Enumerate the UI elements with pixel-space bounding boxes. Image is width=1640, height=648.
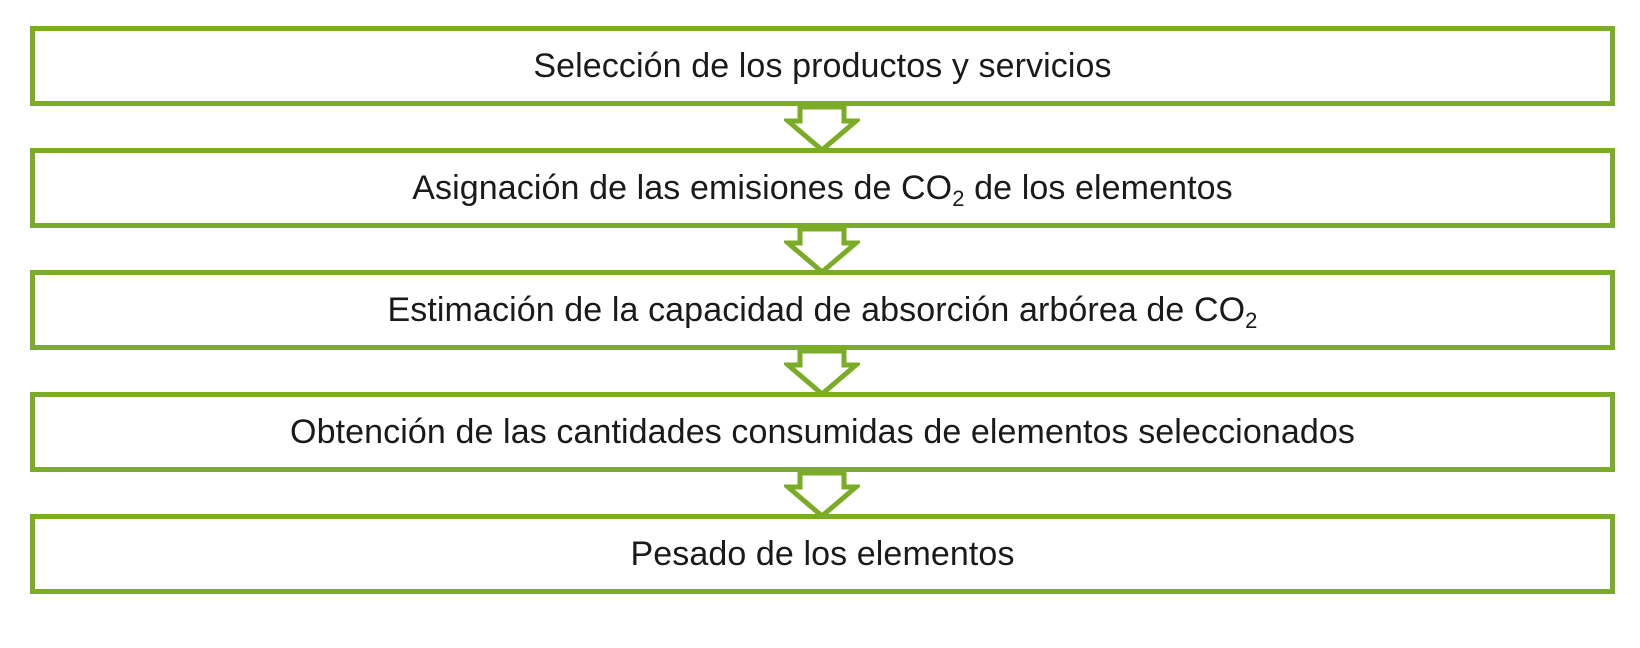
step-box-3: Estimación de la capacidad de absorción …: [30, 270, 1615, 350]
step-label-2: Asignación de las emisiones de CO2 de lo…: [412, 168, 1233, 211]
step-label-1: Selección de los productos y servicios: [533, 46, 1112, 85]
step-label-4: Obtención de las cantidades consumidas d…: [290, 412, 1355, 451]
step-label-5: Pesado de los elementos: [630, 534, 1015, 573]
down-arrow-icon: [784, 348, 860, 398]
down-arrow-icon: [784, 104, 860, 154]
down-arrow-icon: [784, 470, 860, 520]
step-box-5: Pesado de los elementos: [30, 514, 1615, 594]
step-box-2: Asignación de las emisiones de CO2 de lo…: [30, 148, 1615, 228]
step-label-3: Estimación de la capacidad de absorción …: [387, 290, 1258, 333]
step-box-4: Obtención de las cantidades consumidas d…: [30, 392, 1615, 472]
down-arrow-icon: [784, 226, 860, 276]
step-box-1: Selección de los productos y servicios: [30, 26, 1615, 106]
